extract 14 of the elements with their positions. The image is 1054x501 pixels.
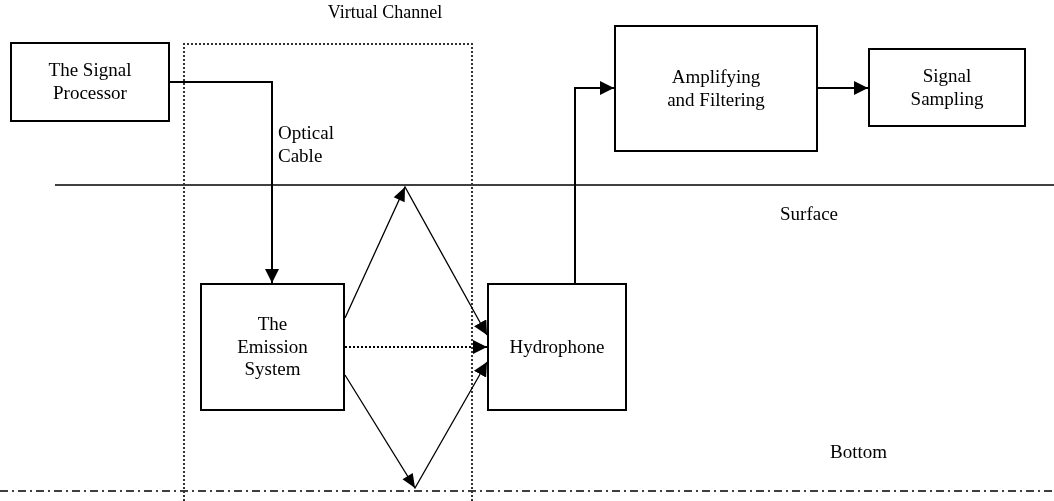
process-box: [487, 283, 627, 411]
box-label: Amplifying and Filtering: [666, 65, 766, 112]
box-label: Hydrophone: [509, 335, 605, 359]
process-box: [868, 48, 1026, 127]
box-label: The Emission System: [236, 312, 309, 382]
process-box: [10, 42, 170, 122]
group-heading: Virtual Channel: [326, 2, 444, 23]
box-label: The Signal Processor: [47, 59, 133, 105]
region-label: Surface: [780, 203, 839, 226]
process-box: [200, 283, 345, 411]
region-label: Bottom: [830, 441, 887, 464]
edge-label: Optical Cable: [278, 122, 335, 168]
box-label: Signal Sampling: [909, 64, 985, 111]
process-box: [614, 25, 818, 152]
